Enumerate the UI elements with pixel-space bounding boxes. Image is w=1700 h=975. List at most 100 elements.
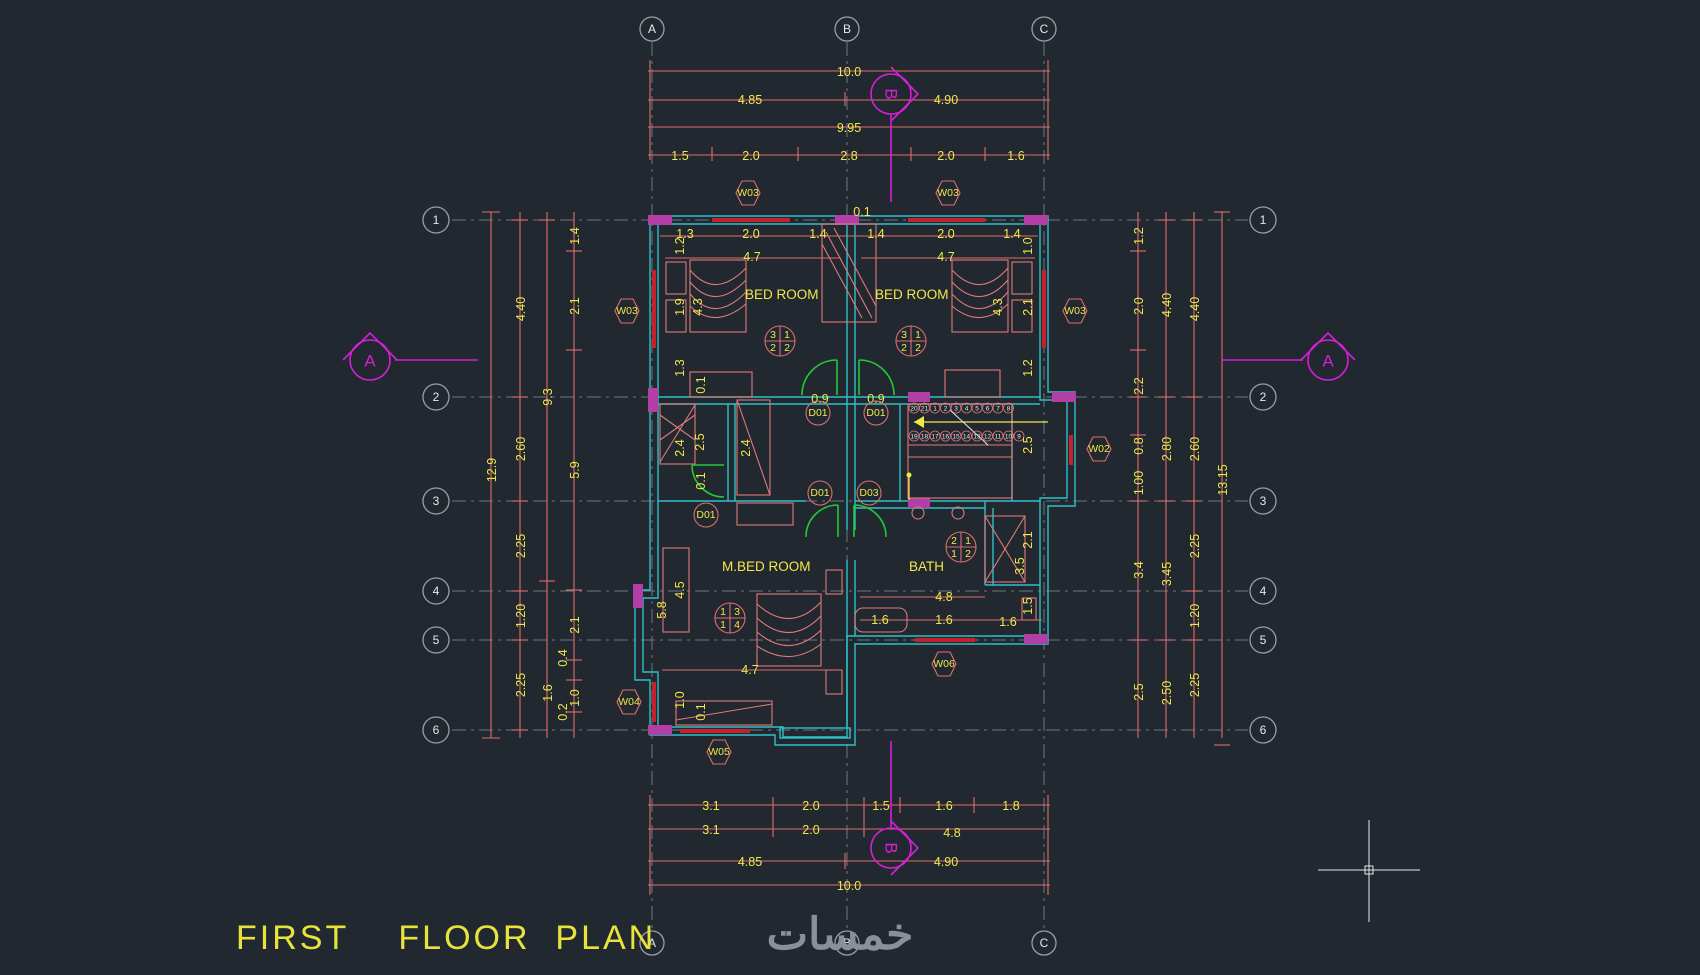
door-tag-d01-b <box>863 400 889 426</box>
dim-int-mbed-w: 4.7 <box>741 663 758 677</box>
watermark-logo: خمسات <box>767 910 914 959</box>
master-bed <box>756 593 822 667</box>
svg-text:D01: D01 <box>696 509 715 521</box>
dim-left-g23: 2.60 <box>514 437 528 461</box>
dim-int-v6: 1.2 <box>1021 359 1035 376</box>
dim-int-v2: 1.2 <box>673 237 687 254</box>
stair-step-circle <box>992 402 1004 414</box>
stair-step-circle <box>961 430 972 442</box>
section-a-right-label: A <box>1322 352 1334 371</box>
grid-label-1-right: 1 <box>1260 213 1267 227</box>
dim-int-t6: 2.0 <box>937 227 954 241</box>
dim-int-v3: 1.3 <box>673 359 687 376</box>
room-label-bed-room-right: BED ROOM <box>875 287 949 302</box>
dim-int-t2: 2.0 <box>742 227 759 241</box>
grid-bubble-1-left <box>422 206 450 234</box>
svg-text:D03: D03 <box>859 487 878 499</box>
bed-right <box>951 259 1009 333</box>
door-tags: D01 D01 D01 D01 D03 <box>693 400 889 528</box>
grid-label-a-top: A <box>648 22 656 36</box>
dim-left-c4: 0.4 <box>556 649 570 666</box>
stair-step-label: 19 <box>910 434 918 441</box>
stair-step-label: 3 <box>954 406 958 413</box>
dim-int-m-v2: 0.1 <box>694 703 708 720</box>
dim-int-v1: 1.9 <box>673 298 687 315</box>
stair-step-circle <box>950 430 962 442</box>
dim-int-cl4: 0.1 <box>694 376 708 393</box>
dim-right-g12: 4.40 <box>1188 297 1202 321</box>
window-tag-w02 <box>1086 436 1112 462</box>
dim-right-g34: 2.25 <box>1188 534 1202 558</box>
stair-step-label: 11 <box>995 434 1002 441</box>
dim-right-c5: 1.00 <box>1132 471 1146 495</box>
door-tag-d01-c <box>693 502 719 528</box>
grid-bubble-2-left <box>422 383 450 411</box>
left-dimensions: 12.9 4.40 2.60 2.25 1.20 2.25 9.3 5.9 1.… <box>482 211 582 739</box>
window-tag-w03-top-right <box>935 180 961 206</box>
stair-step-circle <box>1013 430 1025 442</box>
grid-bubble-c-bottom <box>1031 930 1057 956</box>
wardrobe-top <box>821 223 877 323</box>
columns <box>633 215 1076 735</box>
dim-right-h12: 4.40 <box>1160 293 1174 317</box>
door-tag-d01-d <box>807 480 833 506</box>
interior-dimensions: 1.3 2.0 1.4 0.1 1.4 2.0 1.4 4.7 4.7 4.3 … <box>655 205 1042 721</box>
svg-text:2: 2 <box>951 535 957 547</box>
crosshair-cursor-icon[interactable] <box>1318 820 1420 922</box>
grid-bubble-a-top <box>639 16 665 42</box>
stair-step-label: 17 <box>931 434 939 441</box>
stair-step-label: 12 <box>984 434 992 441</box>
grid-bubble-5-left <box>422 626 450 654</box>
dim-bottom-overall: 10.0 <box>837 879 861 893</box>
dim-right-c6: 3.4 <box>1132 561 1146 578</box>
stair <box>906 403 1048 500</box>
dim-bottom-a2: 2.0 <box>802 799 819 813</box>
stair-step-circle <box>982 430 993 442</box>
section-a-left-marker <box>349 339 391 381</box>
dim-left-g34: 2.25 <box>514 534 528 558</box>
stair-step-label: 16 <box>942 434 950 441</box>
dim-bottom-b2: 2.0 <box>802 823 819 837</box>
window-tag-w03-left <box>614 298 640 324</box>
room-labels: BED ROOM BED ROOM M.BED ROOM BATH <box>722 287 949 574</box>
dim-right-c4: 0.8 <box>1132 437 1146 454</box>
svg-text:W03: W03 <box>616 305 638 317</box>
dim-int-room-w-right: 4.7 <box>937 250 954 264</box>
grid-bubbles: A B C A B C 1 2 3 4 5 6 1 2 3 4 5 6 <box>422 16 1277 956</box>
dim-int-cl2: 2.5 <box>693 433 707 450</box>
finish-tag-mbed: 1 3 1 4 <box>714 602 746 634</box>
section-b-bottom-marker <box>870 827 912 869</box>
stair-step-circle <box>929 430 941 442</box>
svg-text:3: 3 <box>901 329 907 341</box>
stair-step-circle <box>908 430 920 442</box>
stair-step-label: 8 <box>1007 406 1011 413</box>
stair-step-label: 18 <box>921 434 929 441</box>
dim-left-c2: 2.1 <box>568 297 582 314</box>
door-tag-d01-a <box>805 400 831 426</box>
finish-tag-bed-right: 3 1 2 2 <box>895 325 927 357</box>
svg-text:1: 1 <box>784 329 790 341</box>
stair-step-label: 10 <box>1005 434 1013 441</box>
dim-int-m-v1: 1.0 <box>673 691 687 708</box>
dim-int-tub: 1.6 <box>871 613 888 627</box>
svg-text:D01: D01 <box>808 407 827 419</box>
window-tag-w05 <box>706 739 732 765</box>
svg-text:W04: W04 <box>618 696 640 708</box>
grid-label-2-right: 2 <box>1260 390 1267 404</box>
stair-step-circle <box>1003 402 1014 414</box>
stair-step-label: 1 <box>933 406 937 413</box>
svg-text:2: 2 <box>965 548 971 560</box>
svg-text:2: 2 <box>770 342 776 354</box>
stair-step-circle <box>919 430 930 442</box>
dim-int-t3: 1.4 <box>809 227 826 241</box>
drawing-title: FIRST FLOOR PLAN <box>236 919 656 957</box>
svg-text:3: 3 <box>734 606 740 618</box>
door-swings <box>691 359 895 538</box>
dim-int-door-r: 0.9 <box>867 392 884 406</box>
dim-right-g56: 2.25 <box>1188 673 1202 697</box>
dim-bottom-a1: 3.1 <box>702 799 719 813</box>
dim-int-cl5: 0.1 <box>694 472 708 489</box>
grid-label-3-right: 3 <box>1260 494 1267 508</box>
